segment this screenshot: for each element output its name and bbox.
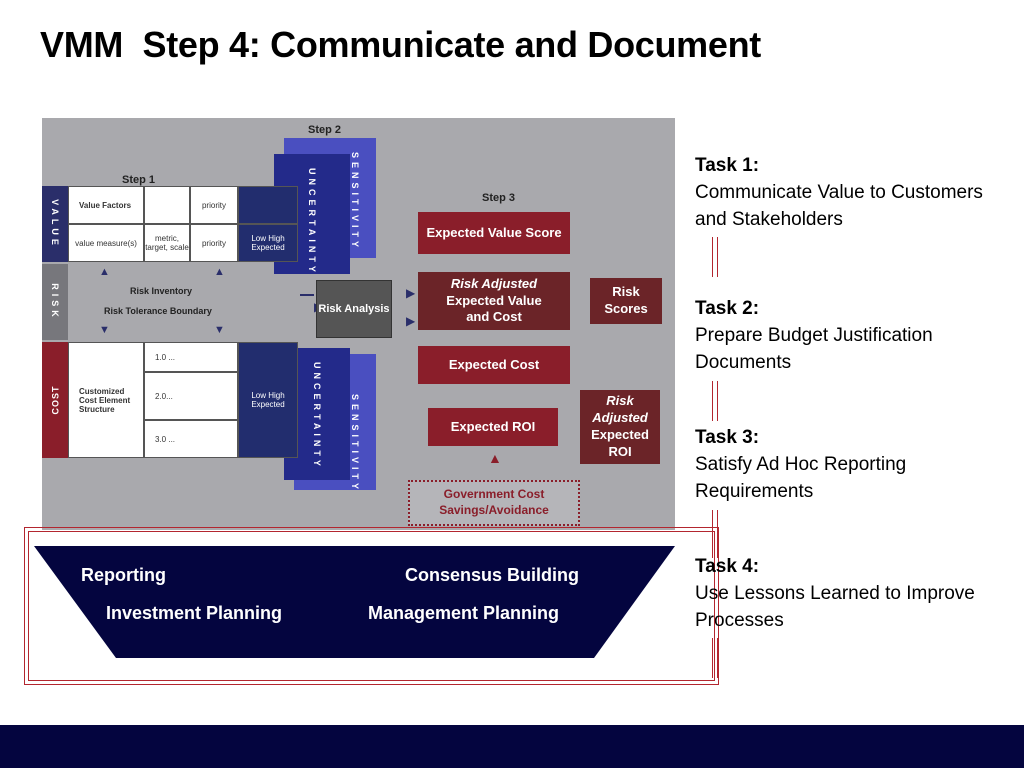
arrow-up-icon: ▲	[488, 450, 502, 466]
dark-cell	[238, 186, 298, 224]
step1-grid: VALUE RISK COST Value Factors priority v…	[42, 186, 298, 458]
task-1-text: Communicate Value to Customers and Stake…	[695, 182, 983, 230]
empty-cell	[144, 186, 190, 224]
risk-scores-box: Risk Scores	[590, 278, 662, 324]
frame-inner	[28, 531, 715, 681]
risk-strip: RISK	[42, 264, 68, 340]
task-4-text: Use Lessons Learned to Improve Processes	[695, 583, 975, 631]
cost-strip: COST	[42, 342, 68, 458]
expected-value-score-box: Expected Value Score	[418, 212, 570, 254]
connector-line-2	[712, 381, 718, 421]
risk-tolerance-label: Risk Tolerance Boundary	[104, 306, 212, 316]
step1-label: Step 1	[122, 174, 156, 186]
task-3: Task 3: Satisfy Ad Hoc Reporting Require…	[695, 424, 1015, 505]
low-high-expected-cell-1: Low High Expected	[238, 224, 298, 262]
task-4-heading: Task 4:	[695, 556, 760, 577]
connector-line-4	[712, 638, 718, 678]
arrow-up-icon: ▲	[214, 266, 225, 278]
cost-item-2: 2.0...	[144, 372, 238, 420]
risk-adjusted-label: Risk Adjusted	[450, 275, 538, 291]
connector-line-1	[712, 237, 718, 277]
connector-line-3	[712, 510, 718, 558]
arrow-down-icon: ▼	[214, 324, 225, 336]
arrow-right-icon: ▶	[406, 286, 416, 300]
task-1-heading: Task 1:	[695, 155, 760, 176]
value-measures-cell: value measure(s)	[68, 224, 144, 262]
step3-label: Step 3	[482, 192, 516, 204]
expected-value-cost-label: Expected Value and Cost	[446, 292, 542, 325]
metric-target-scale-cell: metric, target, scale	[144, 224, 190, 262]
risk-adjusted-expected-box: Risk Adjusted Expected Value and Cost	[418, 272, 570, 330]
priority-cell-2: priority	[190, 224, 238, 262]
arrow-right-icon: ▶	[406, 314, 416, 328]
vmm-diagram: Step 2 Step 1 Step 3 SENSITIVITY UNCERTA…	[42, 118, 675, 530]
task-3-text: Satisfy Ad Hoc Reporting Requirements	[695, 454, 907, 502]
task-2-heading: Task 2:	[695, 298, 760, 319]
value-factors-cell: Value Factors	[68, 186, 144, 224]
expected-cost-box: Expected Cost	[418, 346, 570, 384]
expected-roi-box: Expected ROI	[428, 408, 558, 446]
arrow-up-icon: ▲	[99, 266, 110, 278]
value-strip: VALUE	[42, 186, 68, 262]
frame-outer	[24, 527, 719, 685]
task-1: Task 1: Communicate Value to Customers a…	[695, 152, 1015, 233]
task-4: Task 4: Use Lessons Learned to Improve P…	[695, 553, 1015, 634]
low-high-expected-cell-2: Low High Expected	[238, 342, 298, 458]
slide-title: VMM Step 4: Communicate and Document	[40, 24, 761, 65]
customized-cost-cell: Customized Cost Element Structure	[68, 342, 144, 458]
arrow-right-icon	[300, 294, 314, 296]
cost-item-3: 3.0 ...	[144, 420, 238, 458]
footer-bar	[0, 725, 1024, 768]
task-2-text: Prepare Budget Justification Documents	[695, 325, 933, 373]
task-3-heading: Task 3:	[695, 427, 760, 448]
arrow-down-icon: ▼	[99, 324, 110, 336]
gov-savings-box: Government Cost Savings/Avoidance	[408, 480, 580, 526]
risk-inventory-label: Risk Inventory	[130, 286, 193, 296]
risk-adjusted-roi-label: Risk Adjusted	[592, 393, 648, 426]
cost-item-1: 1.0 ...	[144, 342, 238, 372]
priority-cell-1: priority	[190, 186, 238, 224]
risk-analysis-box: Risk Analysis	[316, 280, 392, 338]
risk-adjusted-roi-box: Risk Adjusted Expected ROI	[580, 390, 660, 464]
consensus-building-label: Consensus Building	[405, 565, 580, 585]
step2-label: Step 2	[308, 124, 342, 136]
task-2: Task 2: Prepare Budget Justification Doc…	[695, 295, 1015, 376]
expected-roi-2-label: Expected ROI	[591, 427, 649, 459]
investment-planning-label: Investment Planning	[106, 603, 283, 623]
reporting-label: Reporting	[81, 565, 166, 585]
management-planning-label: Management Planning	[368, 603, 560, 623]
